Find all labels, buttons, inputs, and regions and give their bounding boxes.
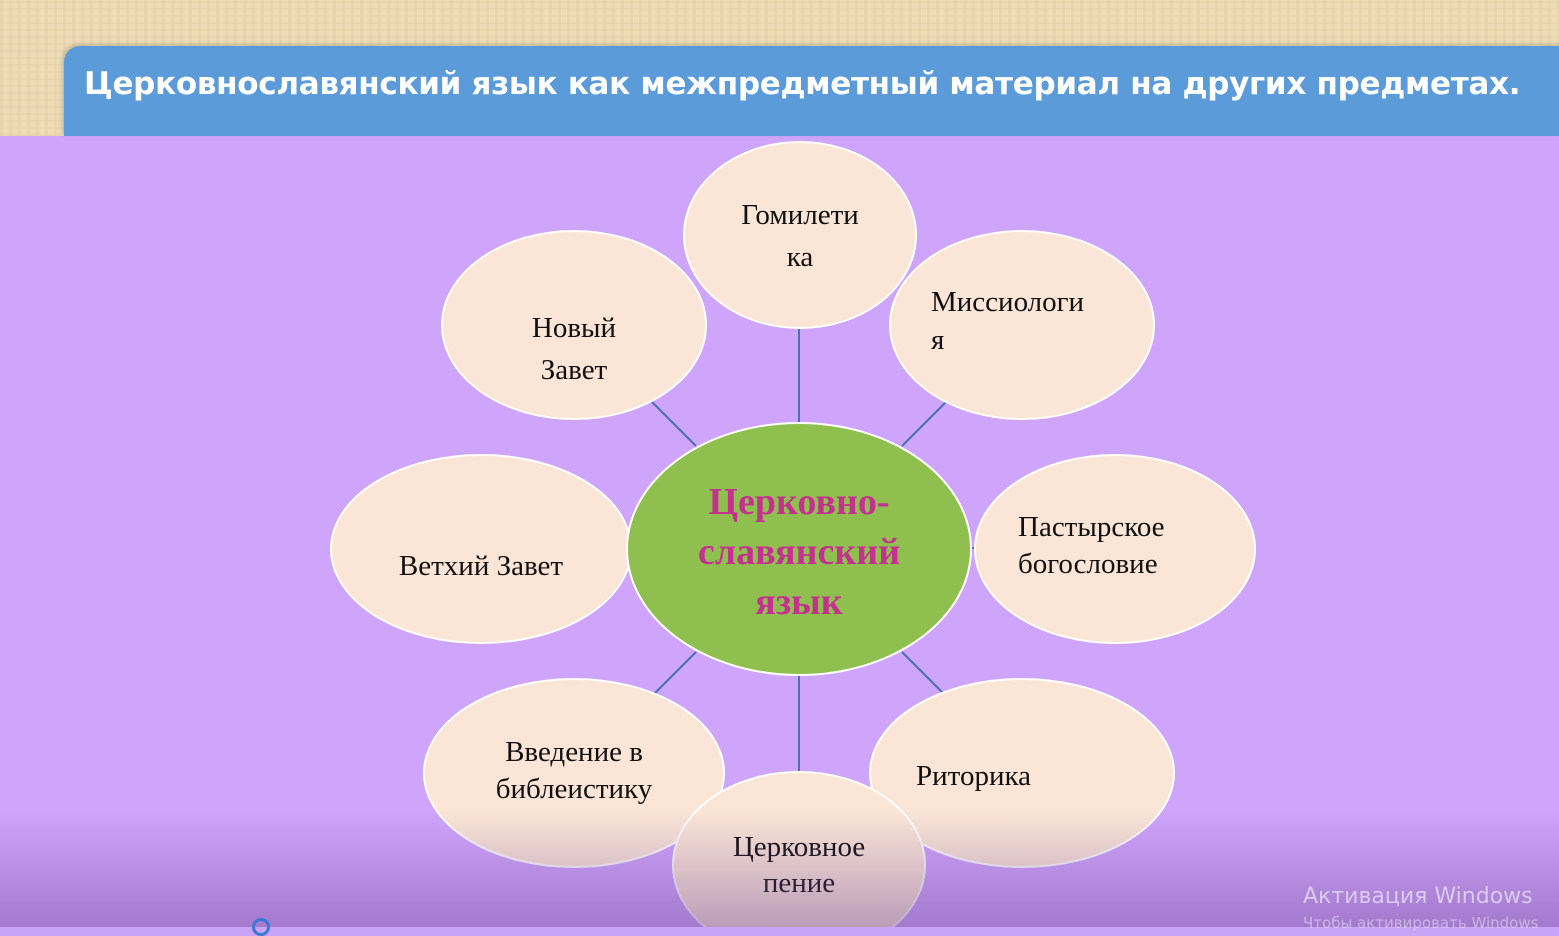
node-homiletics: Гомилети ка [683,141,917,329]
connectors [651,328,977,772]
center-node-line1: Церковно- [708,481,889,523]
connector-rhetoric [901,651,947,697]
node-church-singing: Церковное пение [672,771,926,927]
node-intro-biblical-studies-line2: библеистику [496,773,653,805]
node-homiletics-shape [683,141,917,329]
node-pastoral-theology-line1: Пастырское [1018,511,1165,543]
windows-activation-watermark: Активация Windows [1303,884,1533,909]
node-rhetoric-line1: Риторика [916,760,1031,792]
node-old-testament-shape [330,454,632,644]
center-node-line3: язык [755,581,842,623]
center-node-line2: славянский [698,531,900,573]
node-old-testament: Ветхий Завет [330,454,632,644]
title-bar: Церковнославянский язык как межпредметны… [64,46,1559,136]
node-pastoral-theology-shape [974,454,1256,644]
node-rhetoric: Риторика [869,678,1175,868]
node-intro-biblical-studies-shape [423,678,725,868]
node-missiology-shape [889,230,1155,420]
node-intro-biblical-studies: Введение в библеистику [423,678,725,868]
node-church-singing-line1: Церковное [733,831,865,863]
node-homiletics-line1: Гомилети [741,199,859,231]
node-old-testament-line1: Ветхий Завет [399,550,563,582]
slide-title: Церковнославянский язык как межпредметны… [84,66,1521,102]
node-missiology: Миссиологи я [889,230,1155,420]
node-new-testament-line1: Новый [532,312,616,344]
node-missiology-line1: Миссиологи [931,286,1084,318]
node-homiletics-line2: ка [787,241,814,273]
node-pastoral-theology-line2: богословие [1018,548,1158,580]
center-node-shape [626,422,972,676]
connector-intro-biblical-studies [651,651,697,697]
node-new-testament-shape [441,230,707,420]
cursor-indicator-icon [252,918,270,936]
windows-activation-subtitle: Чтобы активировать Windows [1303,914,1539,932]
node-missiology-line2: я [931,324,944,356]
node-church-singing-line2: пение [763,867,835,899]
node-church-singing-shape [672,771,926,927]
node-pastoral-theology: Пастырское богословие [974,454,1256,644]
connector-new-testament [651,401,697,447]
center-node: Церковно- славянский язык [626,422,972,676]
node-new-testament-line2: Завет [541,354,608,386]
node-rhetoric-shape [869,678,1175,868]
node-new-testament: Новый Завет [441,230,707,420]
node-intro-biblical-studies-line1: Введение в [505,736,643,768]
connector-missiology [901,401,947,447]
